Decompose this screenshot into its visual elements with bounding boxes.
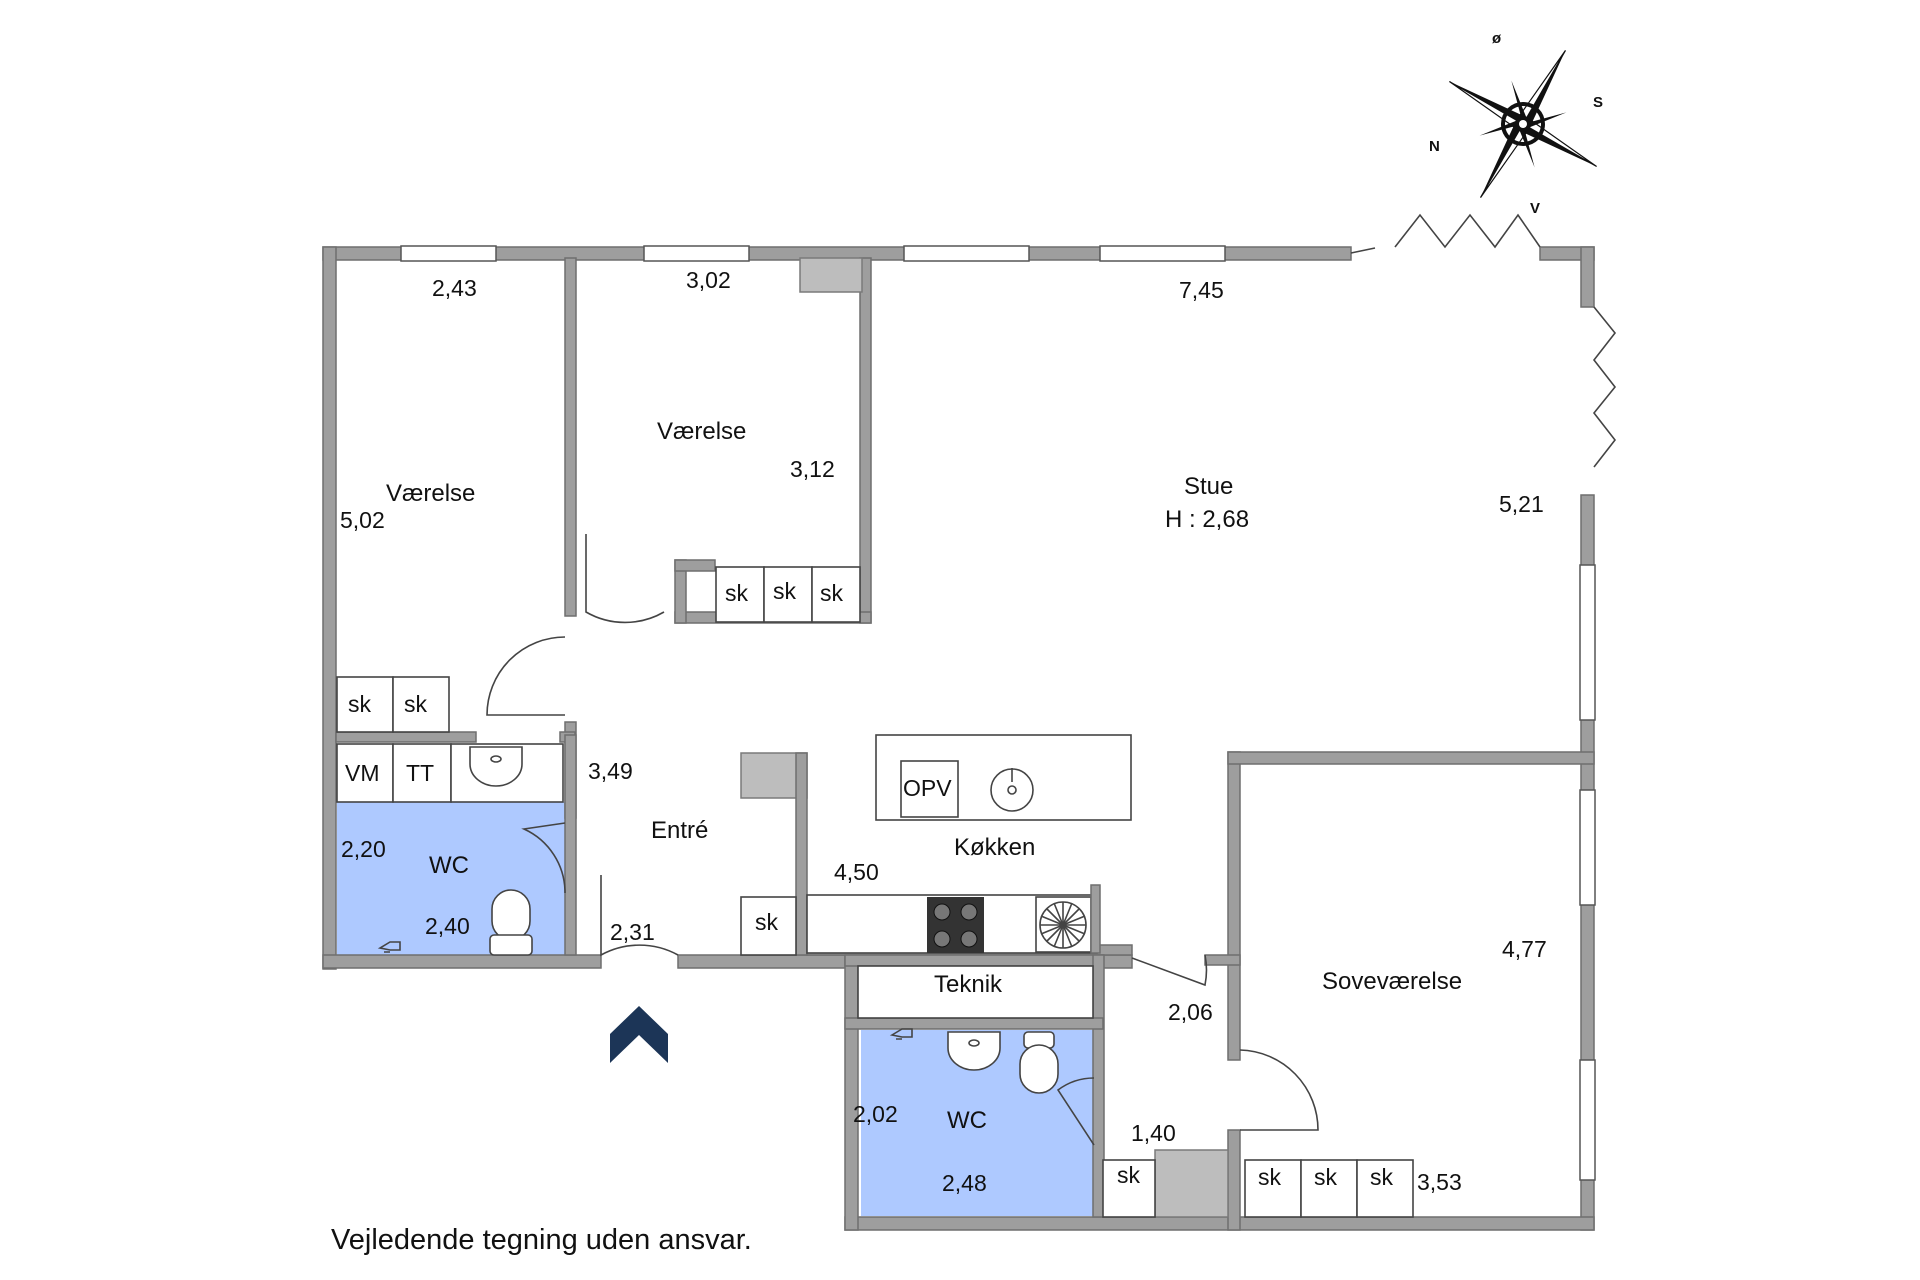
closet xyxy=(336,676,394,733)
room-dimension: 2,02 xyxy=(853,1101,898,1127)
room-name: WC xyxy=(947,1107,987,1134)
washer-label: VM xyxy=(345,760,380,786)
entrance-arrow-icon xyxy=(610,1006,668,1063)
windows xyxy=(400,245,1596,1181)
room-dimension: 5,21 xyxy=(1499,491,1544,517)
closet-label: sk xyxy=(773,578,797,604)
closet-label: sk xyxy=(1258,1164,1282,1190)
closet xyxy=(1102,1159,1156,1218)
room-name: Stue xyxy=(1184,473,1233,500)
sink-icon xyxy=(947,1031,1001,1071)
dryer-label: TT xyxy=(406,760,434,786)
closet xyxy=(811,566,861,623)
room-name: WC xyxy=(429,852,469,879)
shower-icon xyxy=(377,941,401,953)
closet xyxy=(740,896,797,956)
shower-icon xyxy=(889,1028,913,1040)
compass-south-label: S xyxy=(1593,94,1603,111)
teknik-room xyxy=(857,965,1094,1019)
wc-2-fixtures xyxy=(889,1028,1059,1094)
room-dimension: 2,43 xyxy=(432,275,477,301)
closet-label: sk xyxy=(1314,1164,1338,1190)
room-name: Værelse xyxy=(386,480,475,507)
utility-area xyxy=(336,743,564,803)
room-dimension: 4,50 xyxy=(834,859,879,885)
closet xyxy=(1356,1159,1414,1218)
toilet-icon xyxy=(491,889,531,941)
closets xyxy=(336,566,1414,1218)
room-name: Soveværelse xyxy=(1322,968,1462,995)
closet-label: sk xyxy=(725,580,749,606)
room-dimension: 1,40 xyxy=(1131,1120,1176,1146)
closet-label: sk xyxy=(1117,1162,1141,1188)
closet xyxy=(763,566,813,623)
room-dimension: 2,31 xyxy=(610,919,655,945)
closet xyxy=(1300,1159,1358,1218)
compass-north-label: N xyxy=(1429,138,1440,155)
compass-west-label: V xyxy=(1530,200,1540,217)
room-height: H : 2,68 xyxy=(1165,506,1249,533)
room-dimension: 3,53 xyxy=(1417,1169,1462,1195)
compass-rose-icon xyxy=(1449,50,1597,198)
closet xyxy=(392,676,450,733)
room-dimension: 5,02 xyxy=(340,507,385,533)
room-name: Køkken xyxy=(954,834,1035,861)
dishwasher-label: OPV xyxy=(903,775,952,801)
room-dimension: 3,49 xyxy=(588,758,633,784)
room-dimension: 2,48 xyxy=(942,1170,987,1196)
closet-label: sk xyxy=(1370,1164,1394,1190)
room-name: Værelse xyxy=(657,418,746,445)
room-dimension: 4,77 xyxy=(1502,936,1547,962)
closet-label: sk xyxy=(348,691,372,717)
toilet-icon xyxy=(1019,1044,1059,1094)
closet xyxy=(1244,1159,1302,1218)
room-dimension: 3,12 xyxy=(790,456,835,482)
kitchen-counter xyxy=(806,884,1101,954)
doors xyxy=(486,534,1319,1146)
room-name: Teknik xyxy=(934,971,1003,998)
room-dimension: 2,20 xyxy=(341,836,386,862)
kitchen-island xyxy=(875,734,1132,821)
room-dimension: 2,40 xyxy=(425,913,470,939)
compass-east-label: ø xyxy=(1492,30,1502,47)
sink-icon xyxy=(469,746,523,787)
room-name: Entré xyxy=(651,817,708,844)
room-dimension: 3,02 xyxy=(686,267,731,293)
closet-label: sk xyxy=(404,691,428,717)
closet-label: sk xyxy=(755,909,779,935)
stove-icon xyxy=(927,897,984,953)
folding-doors xyxy=(1350,213,1617,468)
room-dimension: 7,45 xyxy=(1179,277,1224,303)
dishwasher xyxy=(900,760,959,818)
room-dimension: 2,06 xyxy=(1168,999,1213,1025)
disclaimer-text: Vejledende tegning uden ansvar. xyxy=(331,1224,752,1256)
closet-label: sk xyxy=(820,580,844,606)
wc-1-fixtures xyxy=(377,889,533,956)
